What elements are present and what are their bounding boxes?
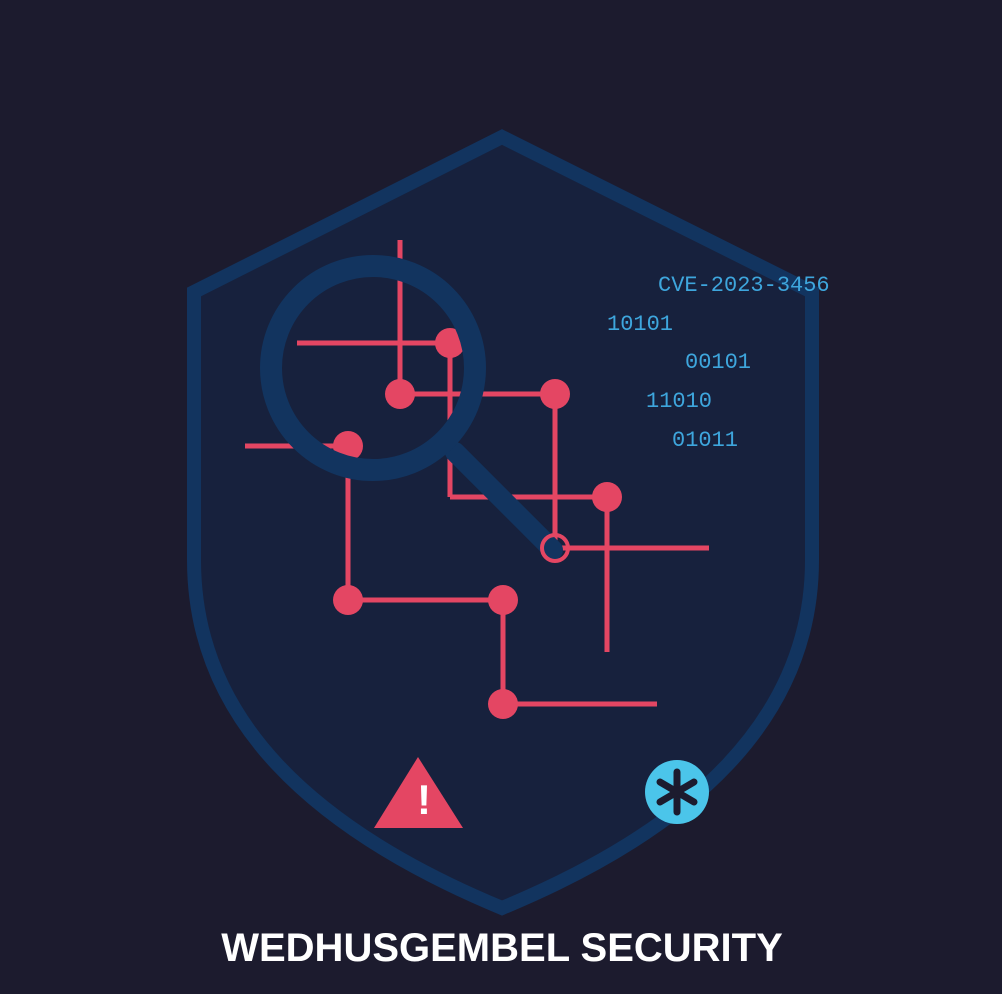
- circuit-lines: [245, 240, 709, 707]
- binary-line: 11010: [646, 389, 712, 414]
- circuit-node: [540, 379, 570, 409]
- circuit-node-ring: [540, 533, 570, 563]
- magnifier-icon: [260, 255, 563, 560]
- circuit-node: [333, 585, 363, 615]
- binary-line: 00101: [685, 350, 751, 375]
- circuit-node: [488, 689, 518, 719]
- circuit-node: [592, 482, 622, 512]
- circuit-node: [435, 328, 465, 358]
- warning-triangle-icon: !: [374, 757, 463, 828]
- circuit-node: [385, 379, 415, 409]
- circuit-node: [488, 585, 518, 615]
- asterisk-icon: [645, 760, 709, 824]
- binary-line: 10101: [607, 312, 673, 337]
- binary-line: 01011: [672, 428, 738, 453]
- code-block: CVE-2023-3456 10101 00101 11010 01011: [607, 273, 830, 453]
- warning-symbol: !: [417, 776, 431, 823]
- brand-title: WEDHUSGEMBEL SECURITY: [221, 926, 783, 970]
- circuit-nodes: [333, 328, 622, 719]
- shield-icon: [187, 129, 819, 916]
- cve-label: CVE-2023-3456: [658, 273, 830, 298]
